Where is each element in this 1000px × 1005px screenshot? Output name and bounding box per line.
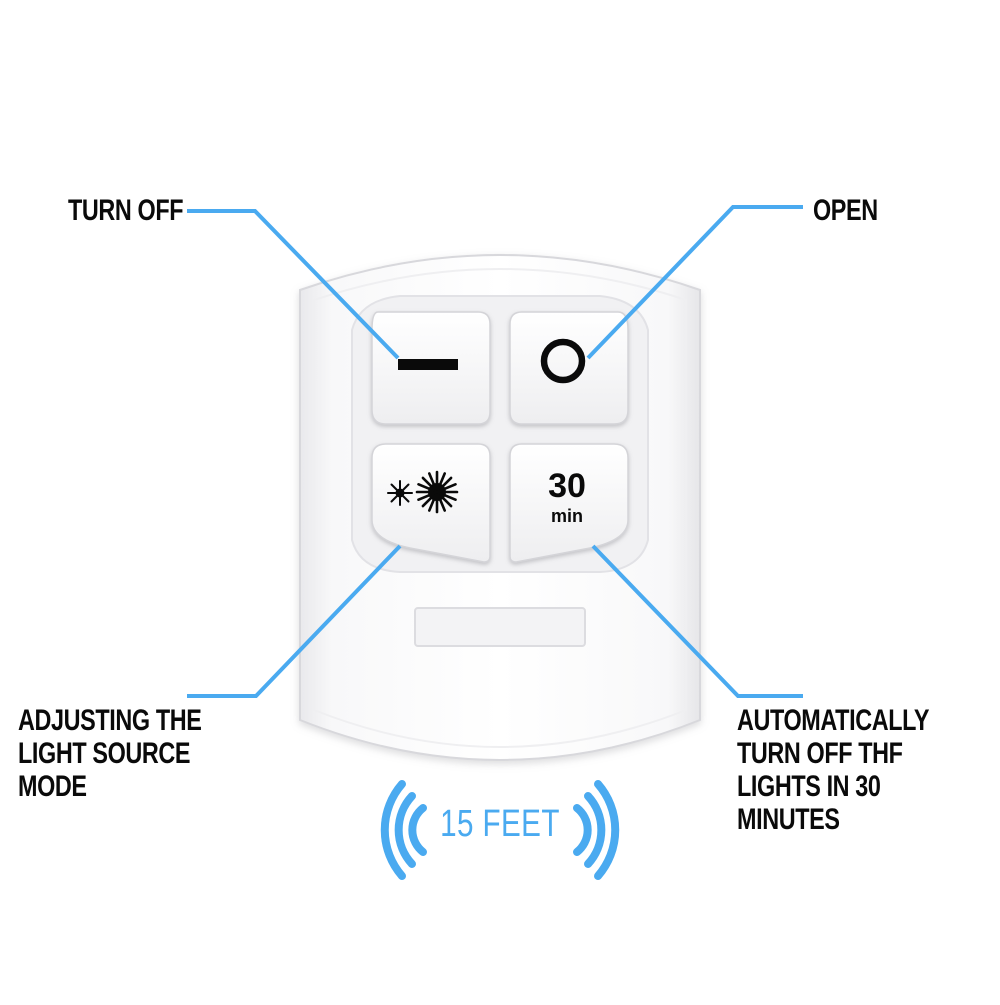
turn-off-button[interactable] <box>371 311 491 425</box>
open-button[interactable] <box>509 311 629 425</box>
signal-waves-left-icon <box>380 780 427 880</box>
auto-off-label: AUTOMATICALLY TURN OFF THF LIGHTS IN 30 … <box>737 704 929 836</box>
auto-off-line-3: LIGHTS IN 30 <box>737 770 881 803</box>
adjust-line-2: LIGHT SOURCE <box>18 737 191 770</box>
open-leader-line <box>586 205 803 360</box>
turn-off-leader-line <box>187 209 400 360</box>
minus-icon <box>398 359 458 370</box>
range-label: 15 FEET <box>440 803 560 845</box>
auto-off-line-1: AUTOMATICALLY <box>737 704 930 737</box>
turn-off-text: TURN OFF <box>68 194 184 227</box>
timer-unit: min <box>551 506 583 526</box>
adjust-line-1: ADJUSTING THE <box>18 704 202 737</box>
auto-off-line-2: TURN OFF THF <box>737 737 903 770</box>
adjust-line-3: MODE <box>18 770 87 803</box>
timer-value: 30 <box>548 467 586 505</box>
brightness-icon <box>387 470 459 514</box>
turn-off-label: TURN OFF <box>68 194 184 227</box>
timer-30-button[interactable]: 30 min <box>509 443 629 563</box>
open-text: OPEN <box>813 194 878 227</box>
circle-icon <box>540 338 586 384</box>
open-label: OPEN <box>813 194 878 227</box>
label-slot <box>414 607 586 647</box>
adjust-leader-line <box>187 544 402 698</box>
light-mode-button[interactable] <box>371 443 491 563</box>
auto-off-line-4: MINUTES <box>737 803 840 836</box>
remote-body <box>299 254 701 761</box>
auto-off-leader-line <box>591 544 803 698</box>
adjust-mode-label: ADJUSTING THE LIGHT SOURCE MODE <box>18 704 202 803</box>
signal-waves-right-icon <box>573 780 620 880</box>
